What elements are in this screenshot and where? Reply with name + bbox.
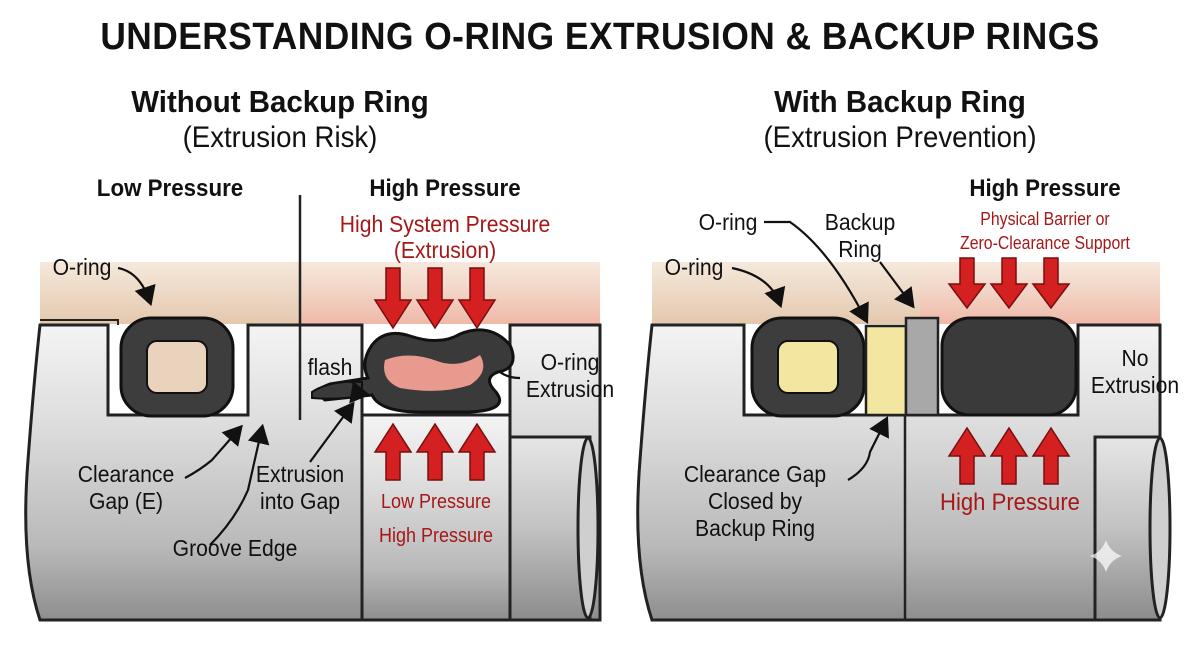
sparkle-icon	[1090, 540, 1122, 572]
clearance-gap-line2: Gap (E)	[88, 488, 164, 514]
flash-label: flash	[307, 354, 353, 380]
right-oring-pressurized	[940, 316, 1078, 417]
barrier-line2: Zero-Clearance Support	[960, 233, 1130, 253]
left-high-pressure-label: High Pressure	[369, 175, 521, 202]
backup-ring-line1: Backup	[824, 209, 896, 235]
left-pressure-zone	[300, 262, 600, 324]
right-arrows-down	[947, 257, 1071, 310]
right-subheading: (Extrusion Prevention)	[763, 121, 1037, 154]
right-high-pressure-label: High Pressure	[969, 175, 1121, 202]
right-clearance-line2: Closed by	[707, 488, 803, 514]
left-system-pressure-line1: High System Pressure	[339, 211, 551, 237]
right-clearance-line3: Backup Ring	[694, 515, 815, 541]
right-bottom-high-pressure: High Pressure	[940, 489, 1080, 516]
no-extrusion-line1: No	[1121, 345, 1149, 371]
groove-edge-label: Groove Edge	[172, 535, 298, 561]
extrusion-into-gap-line2: into Gap	[259, 488, 340, 514]
left-system-pressure-line2: (Extrusion)	[393, 237, 497, 263]
left-low-pressure-label: Low Pressure	[96, 175, 244, 202]
left-arrows-down	[373, 267, 497, 330]
barrier-line1: Physical Barrier or	[980, 209, 1110, 229]
left-arrows-up	[373, 422, 497, 481]
right-oring-label-top: O-ring	[698, 209, 758, 235]
clearance-gap-line1: Clearance	[77, 461, 175, 487]
backup-support	[904, 316, 940, 417]
oring-extrusion-line1: O-ring	[540, 349, 600, 375]
right-arrows-up	[947, 426, 1071, 485]
left-subheading: (Extrusion Risk)	[182, 121, 378, 154]
backup-ring-line2: Ring	[838, 236, 882, 262]
left-bottom-low-pressure: Low Pressure	[380, 491, 492, 513]
left-oring-label: O-ring	[52, 254, 112, 280]
left-diagram	[24, 195, 602, 622]
page-title: UNDERSTANDING O-RING EXTRUSION & BACKUP …	[100, 16, 1100, 58]
right-heading: With Backup Ring	[774, 84, 1026, 119]
left-heading: Without Backup Ring	[131, 84, 429, 119]
extrusion-into-gap-line1: Extrusion	[255, 461, 345, 487]
left-bottom-high-pressure: High Pressure	[378, 525, 494, 547]
no-extrusion-line2: Extrusion	[1090, 372, 1180, 398]
right-clearance-line1: Clearance Gap	[683, 461, 827, 487]
right-diagram	[636, 220, 1172, 622]
right-oring-label-mid: O-ring	[664, 254, 724, 280]
backup-ring	[864, 324, 908, 417]
oring-extrusion-line2: Extrusion	[525, 376, 615, 402]
